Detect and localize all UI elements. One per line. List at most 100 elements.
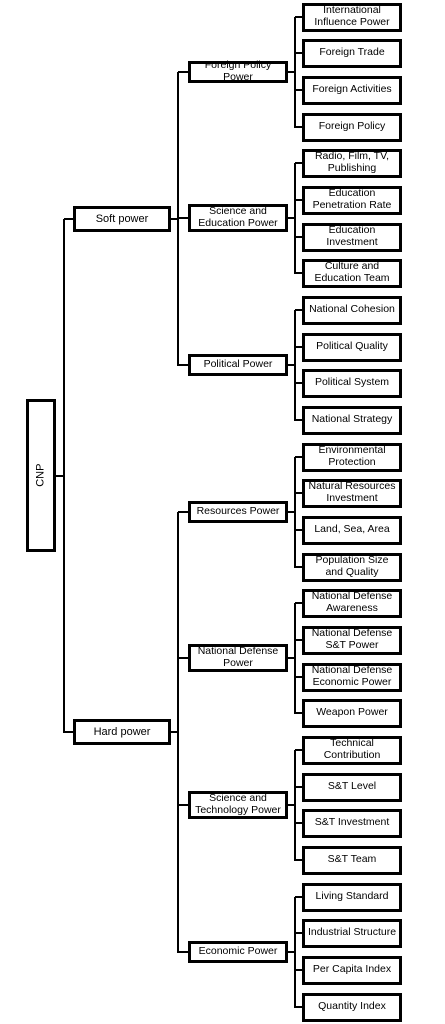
indicator-foreign-trade-label: Foreign Trade — [319, 46, 385, 59]
indicator-weapon-power-label: Weapon Power — [316, 706, 388, 719]
connector-soft-power-branch — [64, 218, 74, 220]
indicator-foreign-policy-label: Foreign Policy — [318, 120, 386, 133]
branch-hard-power: Hard power — [73, 719, 171, 745]
connector-sandt-level-branch — [295, 786, 303, 788]
connector-national-defense-economic-power-branch — [295, 676, 303, 678]
indicator-weapon-power: Weapon Power — [302, 698, 402, 728]
indicator-foreign-activities-label: Foreign Activities — [312, 83, 392, 96]
connector-science-and-education-power-branch — [178, 217, 189, 219]
indicator-national-defense-awareness-label: National Defense Awareness — [311, 590, 393, 614]
category-foreign-policy-power: Foreign Policy Power — [188, 59, 288, 83]
indicator-technical-contribution-label: Technical Contribution — [323, 737, 381, 761]
indicator-sandt-level-label: S&T Level — [327, 780, 377, 793]
category-science-and-technology-power-label: Science and Technology Power — [195, 792, 281, 816]
connector-national-defense-awareness-branch — [295, 602, 303, 604]
indicator-environmental-protection-label: Environmental Protection — [318, 444, 386, 468]
connector-foreign-policy-power-branch — [178, 71, 189, 73]
connector-political-power-branch — [178, 364, 189, 366]
indicator-political-quality-label: Political Quality — [316, 340, 388, 353]
connector-education-investment-branch — [295, 236, 303, 238]
indicator-per-capita-index: Per Capita Index — [302, 955, 402, 985]
connector-population-size-and-quality-branch — [295, 566, 303, 568]
indicator-population-size-and-quality: Population Size and Quality — [302, 552, 402, 582]
category-national-defense-power: National Defense Power — [188, 644, 288, 672]
indicator-natural-resources-investment: Natural Resources Investment — [302, 478, 402, 508]
indicator-sandt-investment-label: S&T Investment — [314, 816, 390, 829]
connector-environmental-protection-branch — [295, 456, 303, 458]
connector-science-and-education-power-stem — [288, 217, 296, 219]
category-political-power-label: Political Power — [203, 358, 273, 371]
indicator-national-defense-economic-power-label: National Defense Economic Power — [311, 664, 393, 688]
branch-hard-power-label: Hard power — [93, 725, 151, 738]
indicator-education-investment-label: Education Investment — [326, 224, 378, 248]
category-science-and-education-power-label: Science and Education Power — [198, 205, 278, 229]
indicator-culture-and-education-team: Culture and Education Team — [302, 258, 402, 288]
connector-soft-power-stem — [171, 218, 179, 220]
connector-national-defense-sandt-power-branch — [295, 639, 303, 641]
connector-natural-resources-investment-branch — [295, 492, 303, 494]
indicator-national-strategy-label: National Strategy — [311, 413, 393, 426]
indicator-living-standard: Living Standard — [302, 882, 402, 912]
connector-sandt-investment-branch — [295, 822, 303, 824]
indicator-industrial-structure-label: Industrial Structure — [307, 926, 397, 939]
indicator-land-sea-area: Land, Sea, Area — [302, 515, 402, 545]
indicator-national-defense-awareness: National Defense Awareness — [302, 588, 402, 618]
connector-foreign-trade-branch — [295, 52, 303, 54]
connector-economic-power-branch — [178, 951, 189, 953]
connector-education-penetration-rate-branch — [295, 199, 303, 201]
indicator-education-penetration-rate-label: Education Penetration Rate — [312, 187, 392, 211]
connector-foreign-policy-branch — [295, 126, 303, 128]
root-node-cnp: CNP — [26, 399, 56, 552]
connector-radio-film-tv-publishing-branch — [295, 162, 303, 164]
connector-foreign-policy-power-stem — [288, 71, 296, 73]
indicator-political-system-label: Political System — [314, 376, 390, 389]
indicator-environmental-protection: Environmental Protection — [302, 442, 402, 472]
indicator-national-strategy: National Strategy — [302, 405, 402, 435]
indicator-national-defense-sandt-power: National Defense S&T Power — [302, 625, 402, 655]
connector-national-defense-power-stem — [288, 657, 296, 659]
indicator-foreign-trade: Foreign Trade — [302, 38, 402, 68]
indicator-national-defense-sandt-power-label: National Defense S&T Power — [311, 627, 393, 651]
indicator-national-defense-economic-power: National Defense Economic Power — [302, 662, 402, 692]
connector-science-and-technology-power-stem — [288, 804, 296, 806]
indicator-sandt-level: S&T Level — [302, 772, 402, 802]
indicator-natural-resources-investment-label: Natural Resources Investment — [308, 480, 396, 504]
category-foreign-policy-power-label: Foreign Policy Power — [204, 59, 272, 83]
indicator-national-cohesion: National Cohesion — [302, 295, 402, 325]
category-science-and-technology-power: Science and Technology Power — [188, 791, 288, 819]
indicator-quantity-index: Quantity Index — [302, 992, 402, 1022]
category-economic-power-label: Economic Power — [198, 945, 278, 958]
category-political-power: Political Power — [188, 354, 288, 376]
connector-land-sea-area-branch — [295, 529, 303, 531]
indicator-radio-film-tv-publishing-label: Radio, Film, TV, Publishing — [314, 150, 390, 174]
indicator-national-cohesion-label: National Cohesion — [309, 303, 395, 316]
category-science-and-education-power: Science and Education Power — [188, 204, 288, 232]
connector-political-quality-branch — [295, 346, 303, 348]
connector-sandt-team-branch — [295, 859, 303, 861]
indicator-foreign-policy: Foreign Policy — [302, 112, 402, 142]
connector-national-strategy-branch — [295, 419, 303, 421]
indicator-education-investment: Education Investment — [302, 222, 402, 252]
connector-resources-power-stem — [288, 511, 296, 513]
indicator-industrial-structure: Industrial Structure — [302, 918, 402, 948]
connector-political-power-stem — [288, 364, 296, 366]
category-resources-power-label: Resources Power — [196, 505, 280, 518]
indicator-international-influence-power: International Influence Power — [302, 2, 402, 32]
connector-science-and-technology-power-branch — [178, 804, 189, 806]
connector-political-system-branch — [295, 382, 303, 384]
category-resources-power: Resources Power — [188, 501, 288, 523]
branch-soft-power-label: Soft power — [95, 212, 149, 225]
indicator-radio-film-tv-publishing: Radio, Film, TV, Publishing — [302, 148, 402, 178]
connector-national-cohesion-branch — [295, 309, 303, 311]
indicator-sandt-team: S&T Team — [302, 845, 402, 875]
indicator-living-standard-label: Living Standard — [315, 890, 389, 903]
indicator-quantity-index-label: Quantity Index — [318, 1000, 386, 1013]
connector-quantity-index-branch — [295, 1006, 303, 1008]
connector-national-defense-power-branch — [178, 657, 189, 659]
connector-technical-contribution-branch — [295, 749, 303, 751]
indicator-political-quality: Political Quality — [302, 332, 402, 362]
connector-foreign-activities-branch — [295, 89, 303, 91]
connector-per-capita-index-branch — [295, 969, 303, 971]
branch-soft-power: Soft power — [73, 206, 171, 232]
